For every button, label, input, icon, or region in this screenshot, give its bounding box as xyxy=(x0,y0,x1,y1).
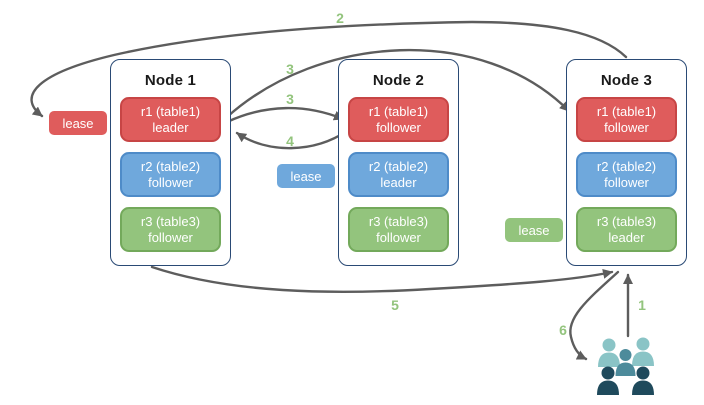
node-3-r1-box: r1 (table1) follower xyxy=(576,97,677,142)
node-1-box: Node 1 r1 (table1) leader r2 (table2) fo… xyxy=(110,59,231,266)
range-label: r1 (table1) xyxy=(596,103,657,119)
range-role: follower xyxy=(148,229,193,245)
arrow-step-3-to-node3 xyxy=(225,48,571,119)
range-label: r1 (table1) xyxy=(368,103,429,119)
range-label: r3 (table3) xyxy=(368,213,429,229)
users-mid-group xyxy=(615,349,636,376)
range-label: r2 (table2) xyxy=(368,158,429,174)
node-2-r2-box: r2 (table2) leader xyxy=(348,152,449,197)
node-2-box: Node 2 r1 (table1) follower r2 (table2) … xyxy=(338,59,459,266)
range-role: follower xyxy=(604,119,649,135)
node-1-r3-box: r3 (table3) follower xyxy=(120,207,221,252)
node-3-box: Node 3 r1 (table1) follower r2 (table2) … xyxy=(566,59,687,266)
arrow-step-4 xyxy=(235,129,349,150)
node-3-title: Node 3 xyxy=(600,72,653,89)
step-3a-label: 3 xyxy=(286,61,294,77)
lease-r3-badge: lease xyxy=(505,218,563,242)
users-icon xyxy=(597,337,654,395)
node-2-title: Node 2 xyxy=(372,72,425,89)
step-3b-label: 3 xyxy=(286,91,294,107)
arrow-step-2 xyxy=(30,20,628,118)
range-role: follower xyxy=(148,174,193,190)
step-5-label: 5 xyxy=(391,297,399,313)
range-label: r2 (table2) xyxy=(140,158,201,174)
range-role: follower xyxy=(604,174,649,190)
range-label: r1 (table1) xyxy=(140,103,201,119)
arrow-step-5 xyxy=(150,265,614,294)
range-label: r3 (table3) xyxy=(596,213,657,229)
node-1-r2-box: r2 (table2) follower xyxy=(120,152,221,197)
lease-r1-badge: lease xyxy=(49,111,107,135)
step-6-label: 6 xyxy=(559,322,567,338)
users-dark-group xyxy=(597,366,654,395)
range-role: leader xyxy=(152,119,189,135)
arrow-step-6 xyxy=(569,270,620,361)
lease-r2-badge: lease xyxy=(277,164,335,188)
node-1-r1-box: r1 (table1) leader xyxy=(120,97,221,142)
range-label: r2 (table2) xyxy=(596,158,657,174)
range-label: r3 (table3) xyxy=(140,213,201,229)
range-role: follower xyxy=(376,119,421,135)
step-4-label: 4 xyxy=(286,133,294,149)
node-3-r3-box: r3 (table3) leader xyxy=(576,207,677,252)
node-1-ranges: r1 (table1) leader r2 (table2) follower … xyxy=(111,89,230,252)
node-1-title: Node 1 xyxy=(144,72,197,89)
range-role: leader xyxy=(608,229,645,245)
node-2-ranges: r1 (table1) follower r2 (table2) leader … xyxy=(339,89,458,252)
range-role: follower xyxy=(376,229,421,245)
arrow-step-3-to-node2 xyxy=(225,106,345,124)
node-3-ranges: r1 (table1) follower r2 (table2) followe… xyxy=(567,89,686,252)
users-light-group xyxy=(598,337,654,367)
step-2-label: 2 xyxy=(336,10,344,26)
node-2-r1-box: r1 (table1) follower xyxy=(348,97,449,142)
node-3-r2-box: r2 (table2) follower xyxy=(576,152,677,197)
step-1-label: 1 xyxy=(638,297,646,313)
range-role: leader xyxy=(380,174,417,190)
node-2-r3-box: r3 (table3) follower xyxy=(348,207,449,252)
